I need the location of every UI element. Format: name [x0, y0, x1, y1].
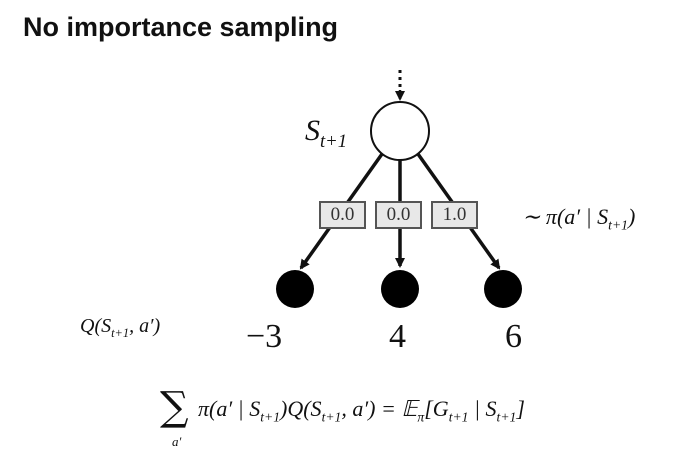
q-value-middle: 4	[389, 318, 406, 355]
policy-label: ∼ π(a′ | St+1)	[522, 204, 636, 233]
action-node-right	[484, 270, 522, 308]
summation-index: a′	[172, 434, 182, 449]
probability-box-left: 0.0	[319, 201, 366, 229]
formula-body: π(a′ | St+1)Q(St+1, a′) = 𝔼π[Gt+1 | St+1…	[198, 396, 525, 425]
q-value-label: Q(St+1, a′)	[80, 315, 161, 340]
slide-title: No importance sampling	[23, 12, 339, 42]
action-node-left	[276, 270, 314, 308]
expectation-formula: ∑ a′ π(a′ | St+1)Q(St+1, a′) = 𝔼π[Gt+1 |…	[160, 384, 620, 454]
q-value-right: 6	[505, 318, 522, 355]
probability-box-right: 1.0	[431, 201, 478, 229]
state-label: St+1	[305, 114, 348, 152]
q-value-left: −3	[246, 318, 283, 355]
summation-symbol: ∑	[160, 384, 189, 430]
state-node	[370, 101, 430, 161]
action-node-middle	[381, 270, 419, 308]
probability-box-middle: 0.0	[375, 201, 422, 229]
